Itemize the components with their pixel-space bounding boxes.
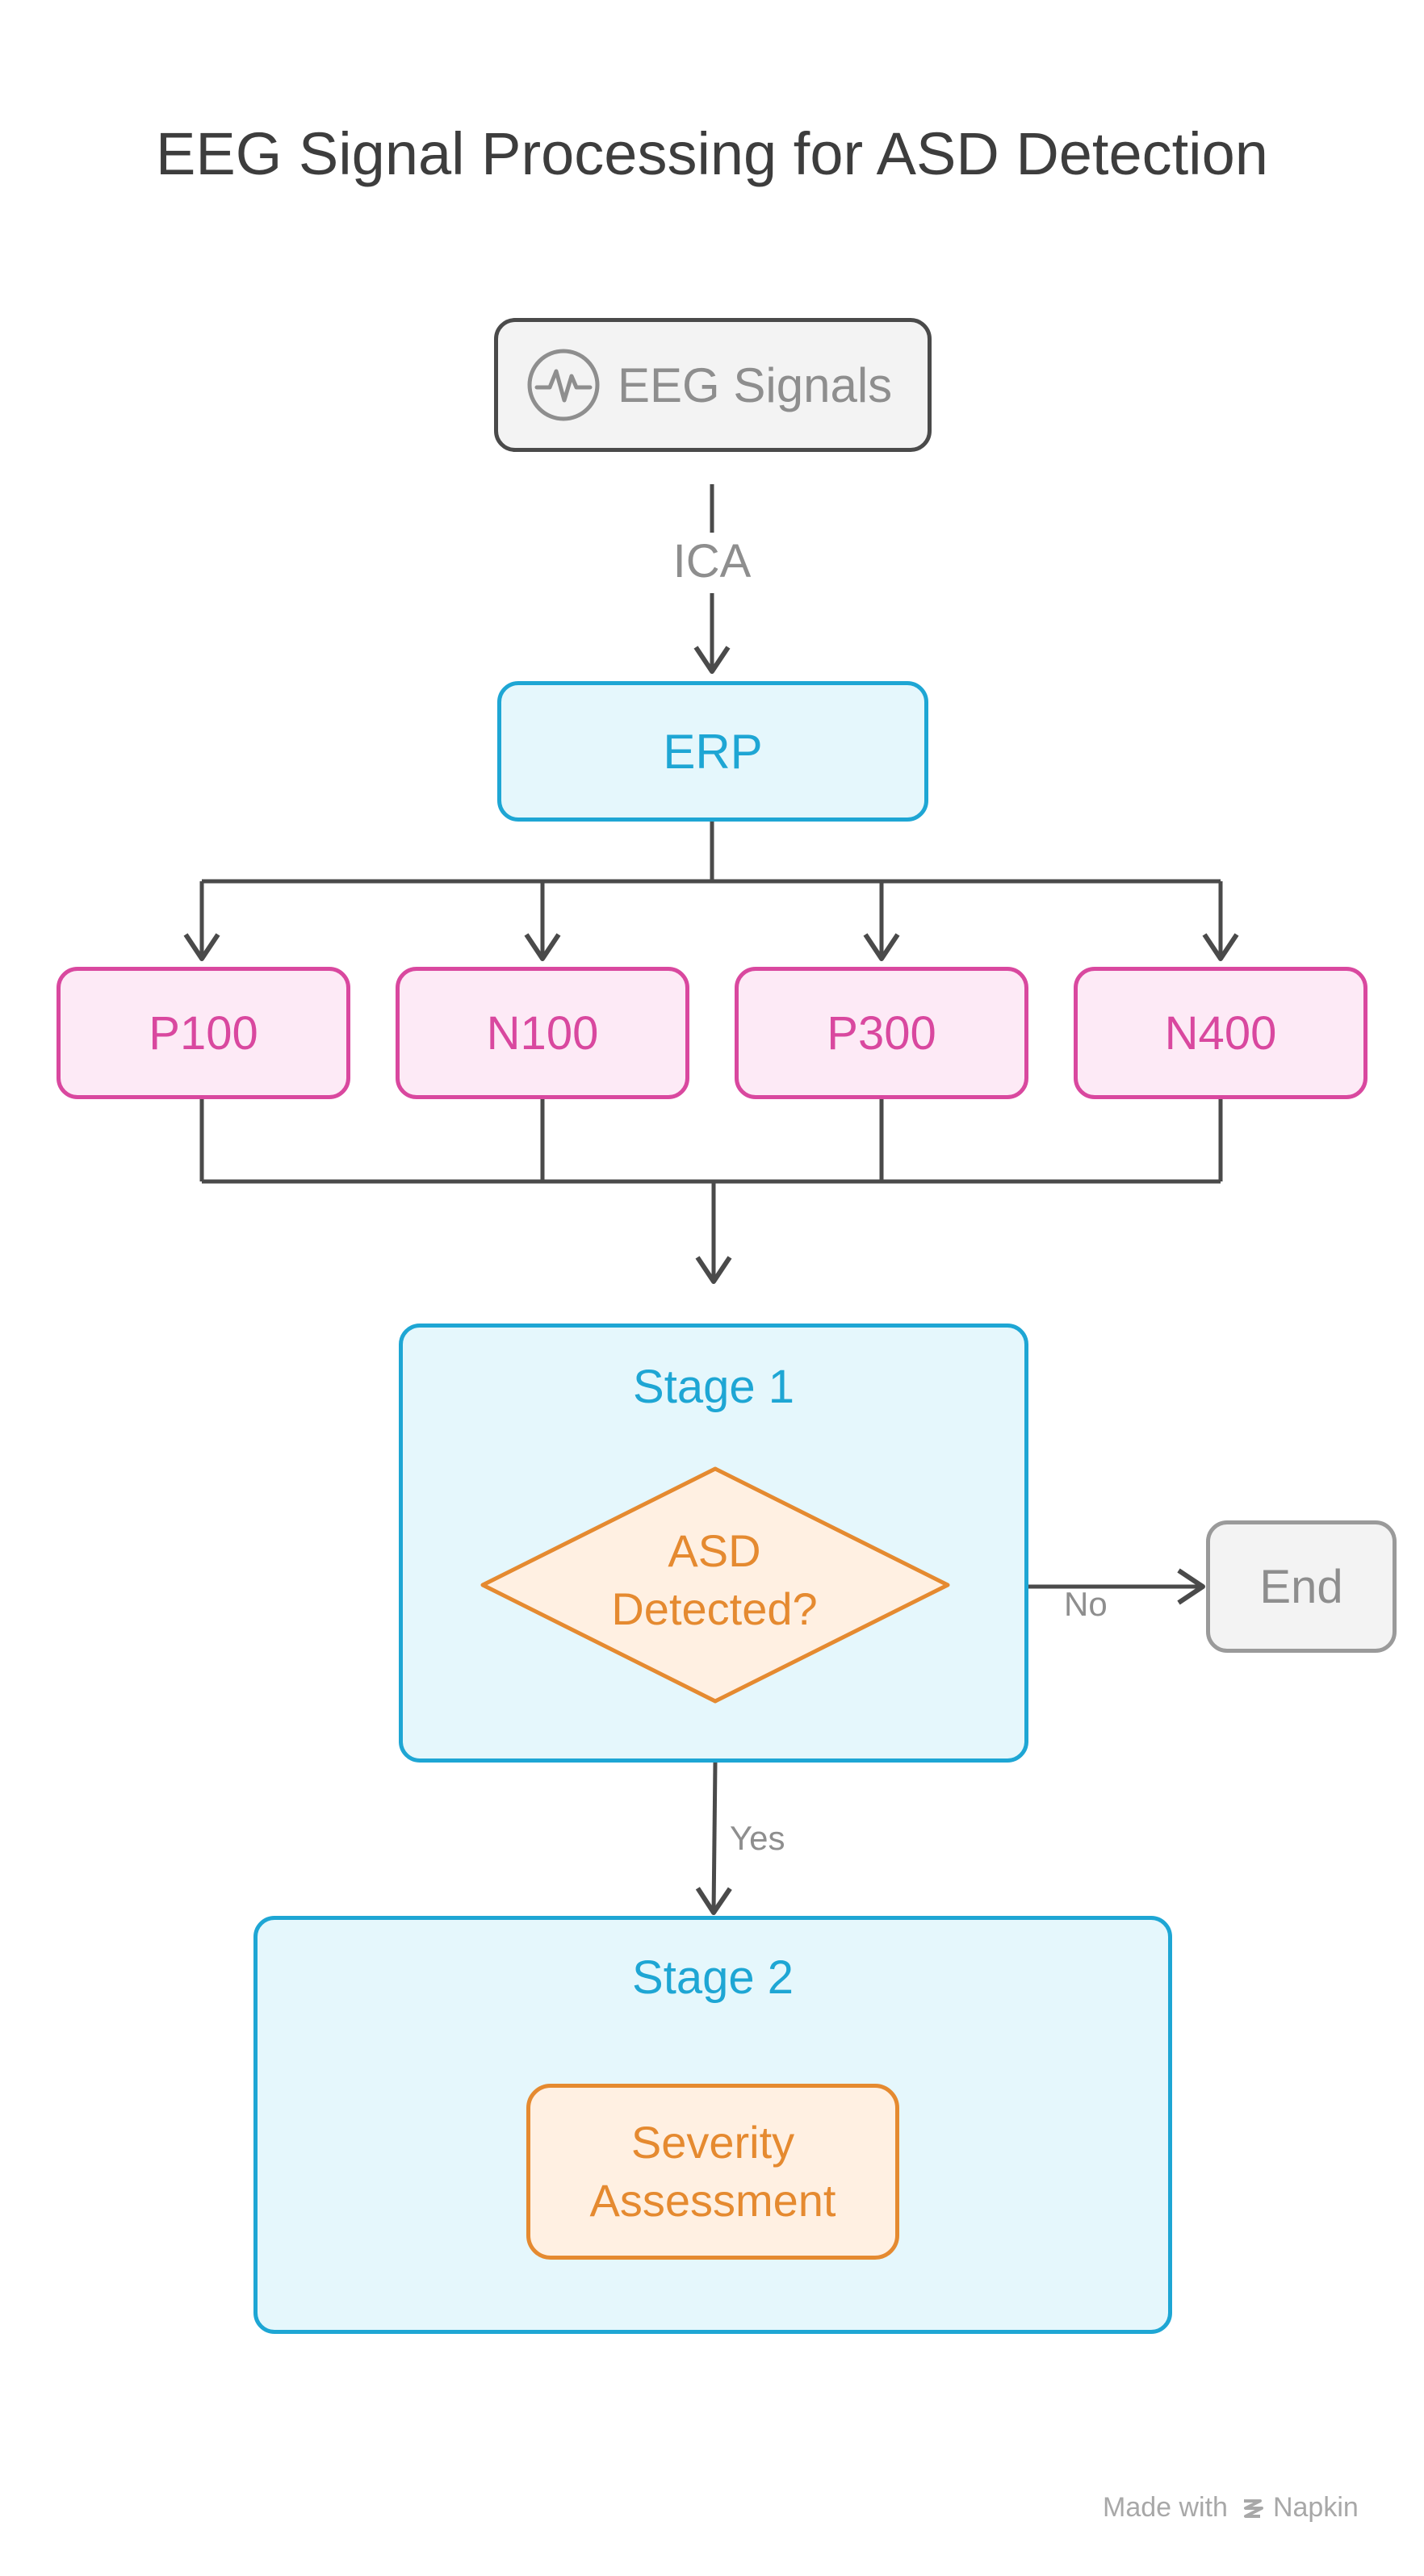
severity-line-2: Assessment <box>589 2175 836 2226</box>
eeg-signals-label: EEG Signals <box>618 358 893 412</box>
erp-node: ERP <box>497 681 928 822</box>
stage-1-label: Stage 1 <box>633 1361 794 1413</box>
n100-node: N100 <box>396 967 689 1099</box>
decision-diamond <box>480 1466 950 1704</box>
severity-line-1: Severity <box>630 2117 795 2168</box>
p100-node: P100 <box>57 967 350 1099</box>
decision-line-2: Detected? <box>611 1583 818 1634</box>
napkin-brand-text: Napkin <box>1272 2492 1359 2523</box>
eeg-signals-node: EEG Signals <box>494 318 932 452</box>
made-with-footer: Made with Napkin <box>1103 2492 1359 2524</box>
yes-label: Yes <box>730 1819 785 1857</box>
severity-assessment-node: Severity Assessment <box>526 2084 899 2260</box>
n400-node: N400 <box>1074 967 1367 1099</box>
n400-label: N400 <box>1164 1006 1277 1060</box>
waveform-icon <box>527 349 600 421</box>
p300-node: P300 <box>735 967 1028 1099</box>
end-label: End <box>1259 1560 1343 1613</box>
p100-label: P100 <box>149 1006 258 1060</box>
decision-label: ASD Detected? <box>549 1522 880 1638</box>
napkin-logo-icon <box>1243 2499 1263 2518</box>
n100-label: N100 <box>486 1006 599 1060</box>
end-node: End <box>1206 1520 1397 1653</box>
stage-2-label: Stage 2 <box>632 1951 794 2004</box>
edge-yes-stage2 <box>695 1762 732 1915</box>
no-label: No <box>1064 1585 1108 1623</box>
diagram-title: EEG Signal Processing for ASD Detection <box>156 120 1268 187</box>
decision-line-1: ASD <box>668 1525 761 1576</box>
erp-label: ERP <box>663 724 763 779</box>
p300-label: P300 <box>827 1006 936 1060</box>
made-with-text: Made with <box>1103 2492 1228 2523</box>
ica-label: ICA <box>672 535 752 588</box>
